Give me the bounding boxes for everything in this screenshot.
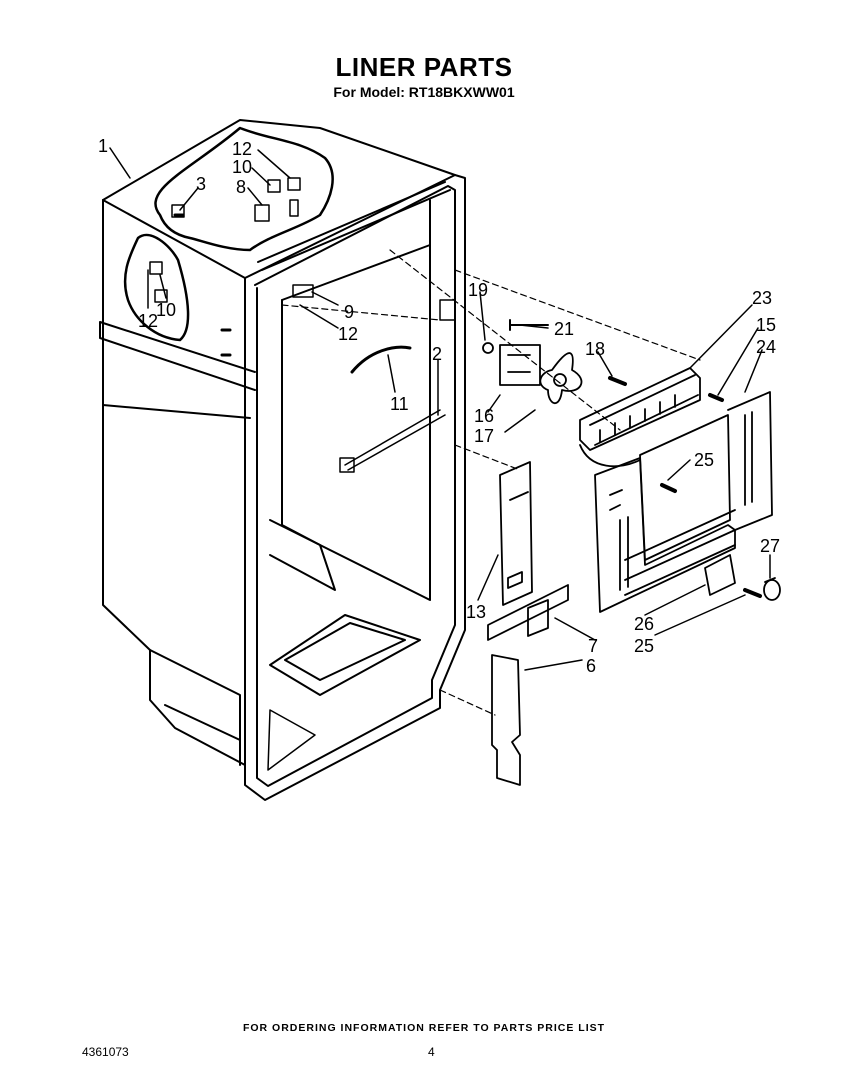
callout-26: 26 bbox=[634, 614, 654, 634]
page-number: 4 bbox=[428, 1045, 435, 1059]
top-cutaway-detail bbox=[123, 126, 334, 342]
part-6-lower-duct bbox=[491, 654, 521, 786]
callout-24: 24 bbox=[756, 337, 776, 357]
callout-6: 6 bbox=[586, 656, 596, 676]
callout-labels: 1 3 12 10 8 10 12 9 12 19 21 18 23 15 24… bbox=[98, 136, 780, 676]
callout-10-top: 10 bbox=[232, 157, 252, 177]
part-15-screw bbox=[708, 393, 724, 402]
document-number: 4361073 bbox=[82, 1045, 129, 1059]
callout-12-top: 12 bbox=[232, 139, 252, 159]
cabinet-liner-outline bbox=[99, 119, 701, 801]
part-17-fan-blade bbox=[539, 352, 583, 405]
callout-19: 19 bbox=[468, 280, 488, 300]
callout-18: 18 bbox=[585, 339, 605, 359]
callout-25-upper: 25 bbox=[694, 450, 714, 470]
page-title: LINER PARTS bbox=[335, 52, 513, 82]
part-16-fan-motor bbox=[482, 319, 549, 386]
callout-23: 23 bbox=[752, 288, 772, 308]
part-13-duct-panel bbox=[499, 461, 533, 606]
callout-12-mid: 12 bbox=[338, 324, 358, 344]
callout-9: 9 bbox=[344, 302, 354, 322]
callout-27: 27 bbox=[760, 536, 780, 556]
callout-25-lower: 25 bbox=[634, 636, 654, 656]
leader-lines bbox=[109, 147, 771, 671]
part-25-screw-lower bbox=[743, 588, 762, 598]
callout-15: 15 bbox=[756, 315, 776, 335]
part-25-screw-upper bbox=[660, 483, 677, 493]
evaporator-cover-panel bbox=[594, 457, 736, 613]
callout-8: 8 bbox=[236, 177, 246, 197]
callout-16: 16 bbox=[474, 406, 494, 426]
part-23-grille bbox=[579, 367, 701, 468]
callout-12-left: 12 bbox=[138, 311, 158, 331]
callout-10-left: 10 bbox=[156, 300, 176, 320]
callout-17: 17 bbox=[474, 426, 494, 446]
part-26-plate bbox=[704, 554, 736, 596]
callout-11: 11 bbox=[390, 394, 409, 414]
callout-7: 7 bbox=[588, 636, 598, 656]
callout-1: 1 bbox=[98, 136, 108, 156]
part-11-handle bbox=[350, 345, 412, 374]
hinge-brackets bbox=[149, 177, 314, 303]
callout-13: 13 bbox=[466, 602, 486, 622]
callout-2: 2 bbox=[432, 344, 442, 364]
part-18-screw bbox=[608, 376, 627, 386]
model-subtitle: For Model: RT18BKXWW01 bbox=[333, 84, 515, 100]
part-2-wire-harness bbox=[339, 409, 446, 473]
callout-21: 21 bbox=[554, 319, 574, 339]
callout-3: 3 bbox=[196, 174, 206, 194]
ordering-note: FOR ORDERING INFORMATION REFER TO PARTS … bbox=[242, 1022, 606, 1034]
part-7-bracket bbox=[487, 584, 569, 641]
part-27-knob bbox=[763, 577, 781, 601]
